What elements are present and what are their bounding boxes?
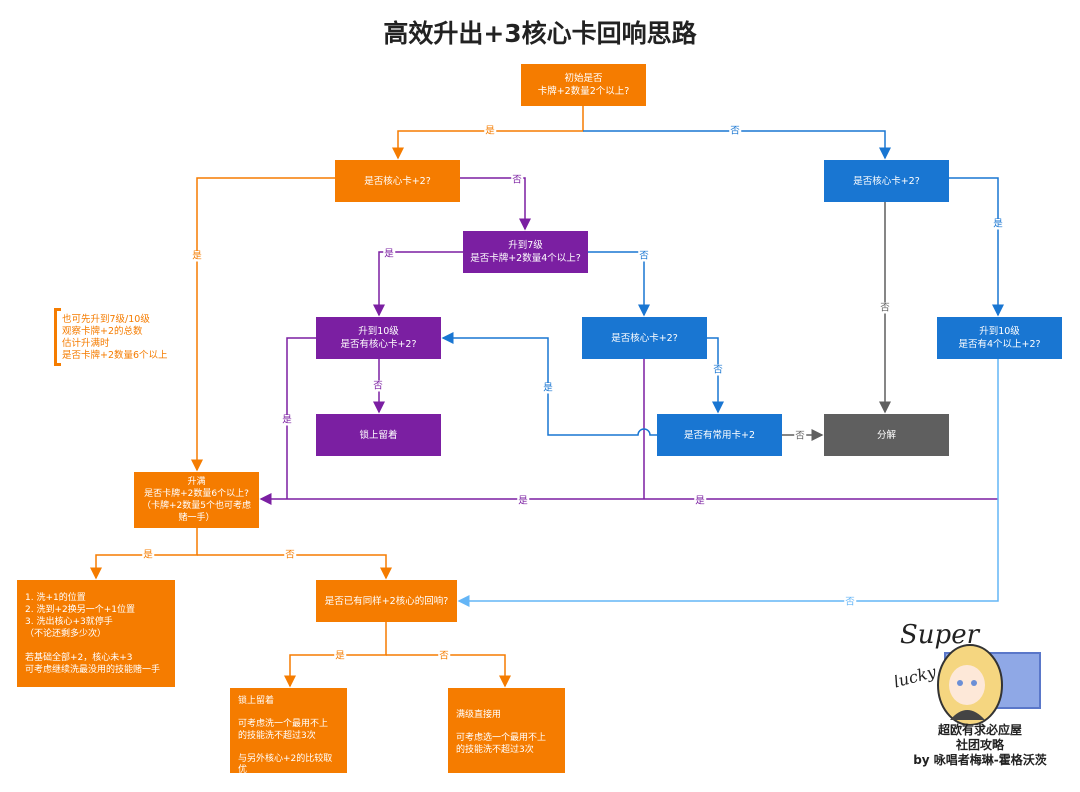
edge-label-no: 否: [372, 380, 384, 392]
node-core-right: 是否核心卡+2?: [824, 160, 949, 202]
node-reroll-steps: 1. 洗+1的位置 2. 洗到+2换另一个+1位置 3. 洗出核心+3就停手 （…: [17, 580, 175, 687]
edge-label-yes: 是: [334, 650, 346, 662]
edge-coreleft-yes: [191, 177, 335, 472]
node-decompose: 分解: [824, 414, 949, 456]
node-max-level: 升满 是否卡牌+2数量6个以上? （卡牌+2数量5个也可考虑 赌一手）: [134, 472, 259, 528]
credit-text: 超欧有求必应屋 社团攻略 by 咏唱者梅琳-霍格沃茨: [913, 723, 1047, 767]
edge-label-no: 否: [638, 250, 650, 262]
logo-text: Super: [900, 620, 981, 650]
diagram-title: 高效升出+3核心卡回响思路: [383, 19, 697, 48]
edge-start-no: [583, 130, 891, 160]
node-lock-keep: 锁上留着: [316, 414, 441, 456]
edge-label-yes: 是: [992, 218, 1004, 230]
edge-lv10core-yes: [286, 337, 316, 499]
node-lv10-core: 升到10级 是否有核心卡+2?: [316, 317, 441, 359]
node-start: 初始是否 卡牌+2数量2个以上?: [521, 64, 646, 106]
edge-label-yes: 是: [484, 125, 496, 137]
edge-label-no: 否: [729, 125, 741, 137]
avatar-robe: [950, 710, 985, 720]
edge-label-no: 否: [794, 430, 806, 442]
edge-lv7-no: [588, 251, 650, 317]
edge-coreright-yes: [949, 177, 1004, 317]
edge-label-yes: 是: [542, 382, 554, 394]
node-common-card: 是否有常用卡+2: [657, 414, 782, 456]
edge-max-no: [197, 554, 392, 580]
node-core-mid: 是否核心卡+2?: [582, 317, 707, 359]
node-core-left: 是否核心卡+2?: [335, 160, 460, 202]
edge-label-yes: 是: [191, 250, 203, 262]
node-lv7: 升到7级 是否卡牌+2数量4个以上?: [463, 231, 588, 273]
svg-text:lucky: lucky: [895, 662, 939, 692]
edge-same-no: [386, 654, 511, 688]
node-lock-compare: 锁上留着 可考虑洗一个最用不上 的技能洗不超过3次 与另外核心+2的比较取 优: [230, 688, 347, 775]
side-note: 也可先升到7级/10级 观察卡牌+2的总数 估计升满时 是否卡牌+2数量6个以上: [62, 314, 168, 361]
edge-label-yes: 是: [383, 248, 395, 260]
edge-label-yes: 是: [517, 495, 529, 507]
edge-label-no: 否: [438, 650, 450, 662]
edge-common-yes: [441, 332, 657, 436]
edge-label-no: 否: [712, 364, 724, 376]
node-same-core: 是否已有同样+2核心的回响?: [316, 580, 457, 622]
edge-coreleft-no: [460, 177, 531, 231]
edge-label-yes: 是: [281, 414, 293, 426]
node-lv10-four: 升到10级 是否有4个以上+2?: [937, 317, 1062, 359]
edge-label-yes: 是: [694, 495, 706, 507]
edge-label-no: 否: [879, 302, 891, 314]
edge-label-no: 否: [284, 549, 296, 561]
edge-coremid-no: [707, 337, 724, 414]
note-bracket: [54, 308, 61, 366]
node-use-max: 满级直接用 可考虑选一个最用不上 的技能洗不超过3次: [448, 688, 565, 773]
avatar-face: [949, 665, 985, 705]
author-logo: Super lucky: [895, 620, 1041, 725]
edge-label-no: 否: [511, 174, 523, 186]
edge-lv7-yes: [373, 251, 463, 317]
edge-label-yes: 是: [142, 549, 154, 561]
edge-label-no: 否: [844, 596, 856, 608]
edge-lv10four-no: [457, 359, 999, 607]
